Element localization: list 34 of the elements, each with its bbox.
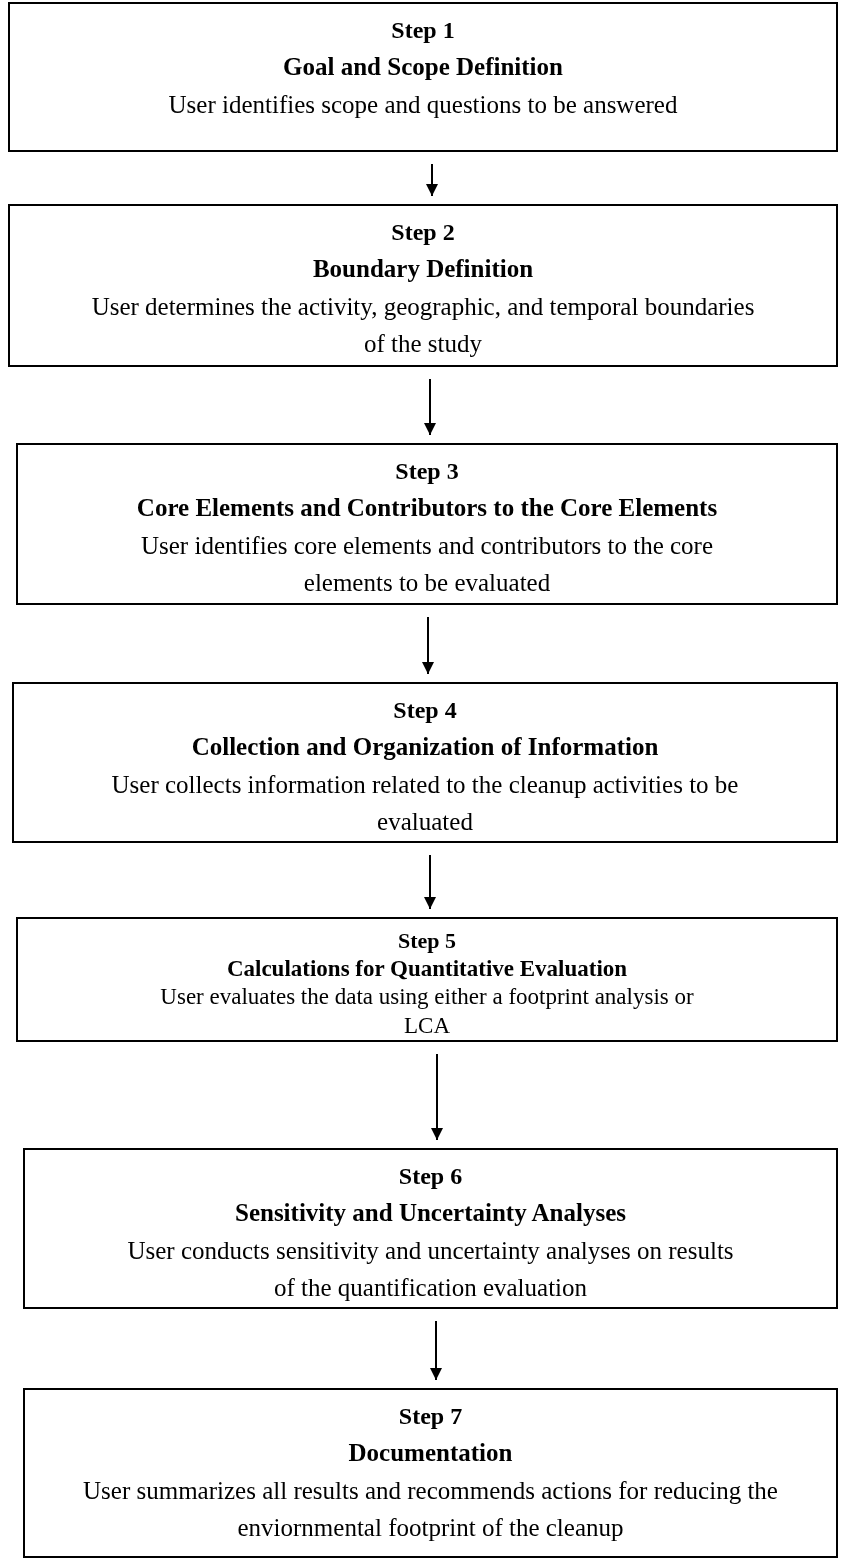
step-number: Step 2 — [391, 218, 455, 247]
step-title: Documentation — [348, 1438, 513, 1468]
process-box — [12, 682, 838, 843]
step-description: User evaluates the data using either a footprint analysis or LCA — [159, 983, 695, 1040]
step-title: Calculations for Quantitative Evaluation — [226, 954, 628, 983]
arrow — [426, 163, 438, 197]
step-description: User summarizes all results and recommends actions for reducing the enviornmental footprint of the cleanup — [82, 1475, 779, 1543]
step-number: Step 6 — [398, 1162, 463, 1191]
step-number: Step 3 — [395, 457, 459, 486]
step-title: Boundary Definition — [312, 254, 534, 284]
step-title: Sensitivity and Uncertainty Analyses — [235, 1198, 626, 1228]
process-box — [16, 443, 838, 605]
step-number: Step 4 — [393, 696, 457, 725]
step-description: User determines the activity, geographic, and temporal boundaries of the study — [90, 291, 756, 359]
arrow — [422, 616, 434, 675]
step-description: User identifies scope and questions to be answered — [168, 89, 678, 120]
arrow — [424, 854, 436, 910]
arrow — [430, 1320, 442, 1381]
step-number: Step 5 — [397, 927, 457, 955]
step-title: Core Elements and Contributors to the Core Elements — [136, 493, 718, 523]
step-title: Goal and Scope Definition — [283, 52, 563, 82]
step-description: User identifies core elements and contributors to the core elements to be evaluated — [140, 530, 714, 598]
arrow — [431, 1053, 443, 1141]
step-description: User collects information related to the cleanup activities to be evaluated — [110, 769, 740, 837]
step-description: User conducts sensitivity and uncertainty analyses on results of the quantification evaluation — [126, 1235, 735, 1303]
arrow — [424, 378, 436, 436]
process-box — [8, 204, 838, 367]
process-box — [8, 2, 838, 152]
step-title: Collection and Organization of Information — [191, 732, 659, 762]
process-box — [16, 917, 838, 1042]
step-number: Step 1 — [391, 16, 455, 45]
step-number: Step 7 — [398, 1402, 463, 1431]
process-box — [23, 1148, 838, 1309]
process-box — [23, 1388, 838, 1558]
